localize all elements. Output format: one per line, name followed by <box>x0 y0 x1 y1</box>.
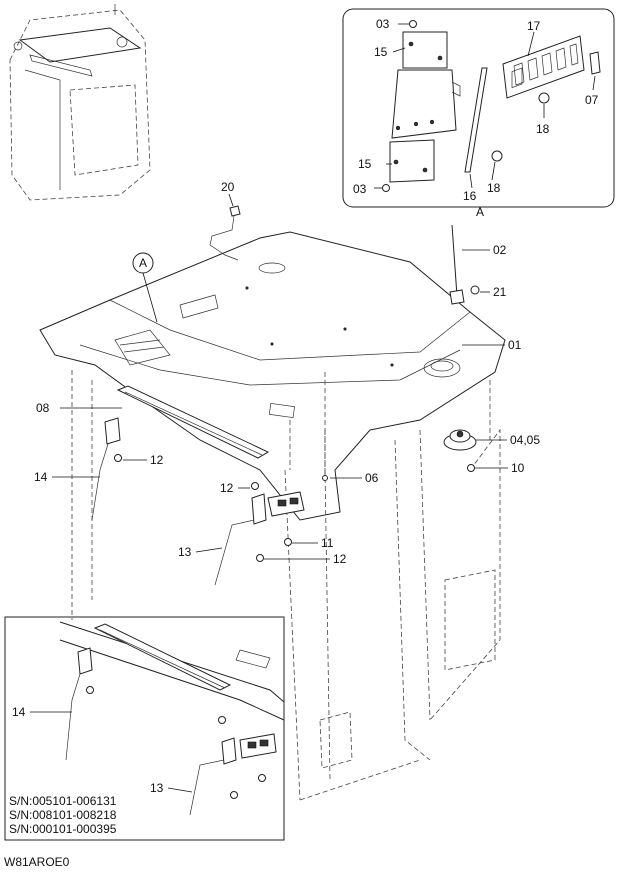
label-12-b: 12 <box>220 481 234 495</box>
label-02: 02 <box>493 243 507 257</box>
label-21: 21 <box>493 285 507 299</box>
headliner-panel <box>39 231 506 521</box>
wiring-harness <box>209 205 241 261</box>
detail-a-caption: A <box>476 205 484 219</box>
label-20: 20 <box>221 180 235 194</box>
label-03-upper: 03 <box>376 17 390 31</box>
detail-a-box <box>342 8 615 208</box>
label-01: 01 <box>508 338 522 352</box>
label-04-05: 04,05 <box>510 433 540 447</box>
serial-number-line: S/N:000101-000395 <box>9 822 117 836</box>
label-18-lower: 18 <box>487 181 501 195</box>
label-15-upper: 15 <box>374 45 388 59</box>
detail-a-callout-letter: A <box>139 256 147 270</box>
label-14-inset: 14 <box>12 705 26 719</box>
serial-inset-box <box>4 616 285 841</box>
label-13-main: 13 <box>178 545 192 559</box>
leader-lines <box>30 193 508 793</box>
label-17: 17 <box>527 19 541 33</box>
antenna <box>449 224 480 305</box>
drawing-code: W81AROE0 <box>4 855 70 869</box>
label-13-inset: 13 <box>150 781 164 795</box>
serial-number-line: S/N:008101-008218 <box>9 808 117 822</box>
label-06: 06 <box>365 471 379 485</box>
label-03-lower: 03 <box>353 182 367 196</box>
label-11: 11 <box>321 536 334 550</box>
label-16: 16 <box>463 189 477 203</box>
label-18-upper: 18 <box>536 122 550 136</box>
cab-overview-thumbnail <box>9 4 151 201</box>
label-14-main: 14 <box>34 470 48 484</box>
serial-number-line: S/N:005101-006131 <box>9 794 117 808</box>
speaker <box>443 429 477 472</box>
serial-number-list: S/N:005101-006131 S/N:008101-008218 S/N:… <box>9 794 117 836</box>
label-10: 10 <box>511 461 525 475</box>
part-labels: 03 15 17 07 18 15 03 16 18 A 20 A 02 21 … <box>12 17 599 795</box>
label-12-a: 12 <box>150 453 164 467</box>
dome-lamp <box>116 385 270 459</box>
room-lamp-assembly <box>91 417 328 586</box>
cab-frame <box>71 370 501 801</box>
label-07: 07 <box>585 93 599 107</box>
label-12-c: 12 <box>333 552 347 566</box>
label-08: 08 <box>36 401 50 415</box>
detail-a-callout <box>132 252 158 323</box>
label-15-lower: 15 <box>358 157 372 171</box>
